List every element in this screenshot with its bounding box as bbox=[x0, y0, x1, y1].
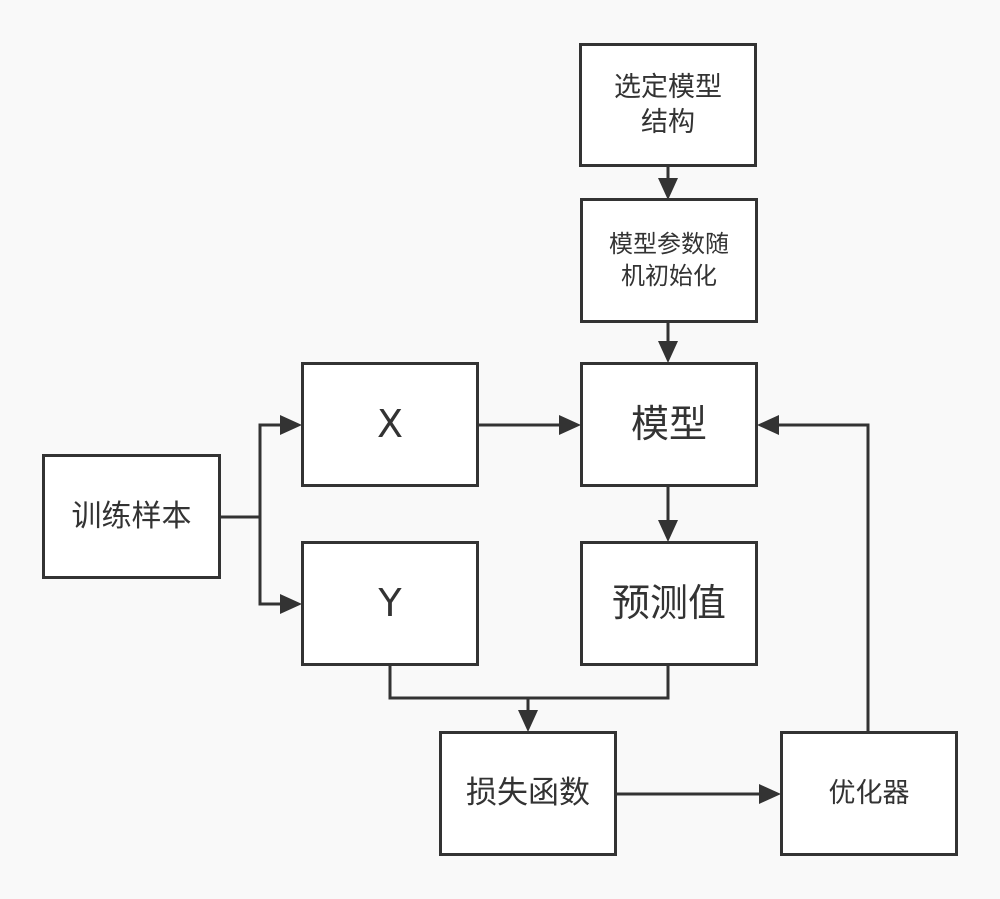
node-y: Y bbox=[301, 541, 479, 666]
arrowhead-down-init bbox=[658, 178, 678, 200]
node-label: 损失函数 bbox=[466, 775, 590, 812]
edge-samples-to-y bbox=[258, 517, 282, 606]
arrowhead-down-prediction bbox=[658, 520, 678, 542]
node-loss: 损失函数 bbox=[439, 731, 617, 856]
arrowhead-down-model bbox=[658, 341, 678, 363]
arrowhead-right-optimizer bbox=[759, 784, 781, 804]
node-param-init: 模型参数随 机初始化 bbox=[580, 198, 758, 323]
arrowhead-right-y bbox=[280, 594, 302, 614]
node-label: X bbox=[376, 401, 404, 446]
arrowhead-right-model bbox=[559, 415, 581, 435]
node-prediction: 预测值 bbox=[580, 541, 758, 666]
node-label: 模型参数随 机初始化 bbox=[609, 230, 729, 290]
node-model: 模型 bbox=[580, 362, 758, 487]
node-label: 预测值 bbox=[611, 580, 726, 625]
node-x: X bbox=[301, 362, 479, 487]
node-optimizer: 优化器 bbox=[780, 731, 958, 856]
node-training-samples: 训练样本 bbox=[42, 454, 221, 579]
arrowhead-right-x bbox=[280, 415, 302, 435]
node-select-structure: 选定模型 结构 bbox=[579, 43, 757, 167]
arrowhead-down-loss bbox=[518, 710, 538, 732]
arrowhead-left-model bbox=[757, 415, 779, 435]
edge-y-to-loss bbox=[388, 665, 670, 700]
node-label: Y bbox=[378, 580, 402, 625]
node-label: 模型 bbox=[630, 401, 707, 446]
edge-optimizer-to-model bbox=[777, 423, 870, 732]
node-label: 选定模型 结构 bbox=[614, 71, 722, 138]
node-label: 优化器 bbox=[828, 777, 910, 809]
edge-samples-to-x bbox=[220, 423, 282, 519]
node-label: 训练样本 bbox=[71, 499, 192, 534]
